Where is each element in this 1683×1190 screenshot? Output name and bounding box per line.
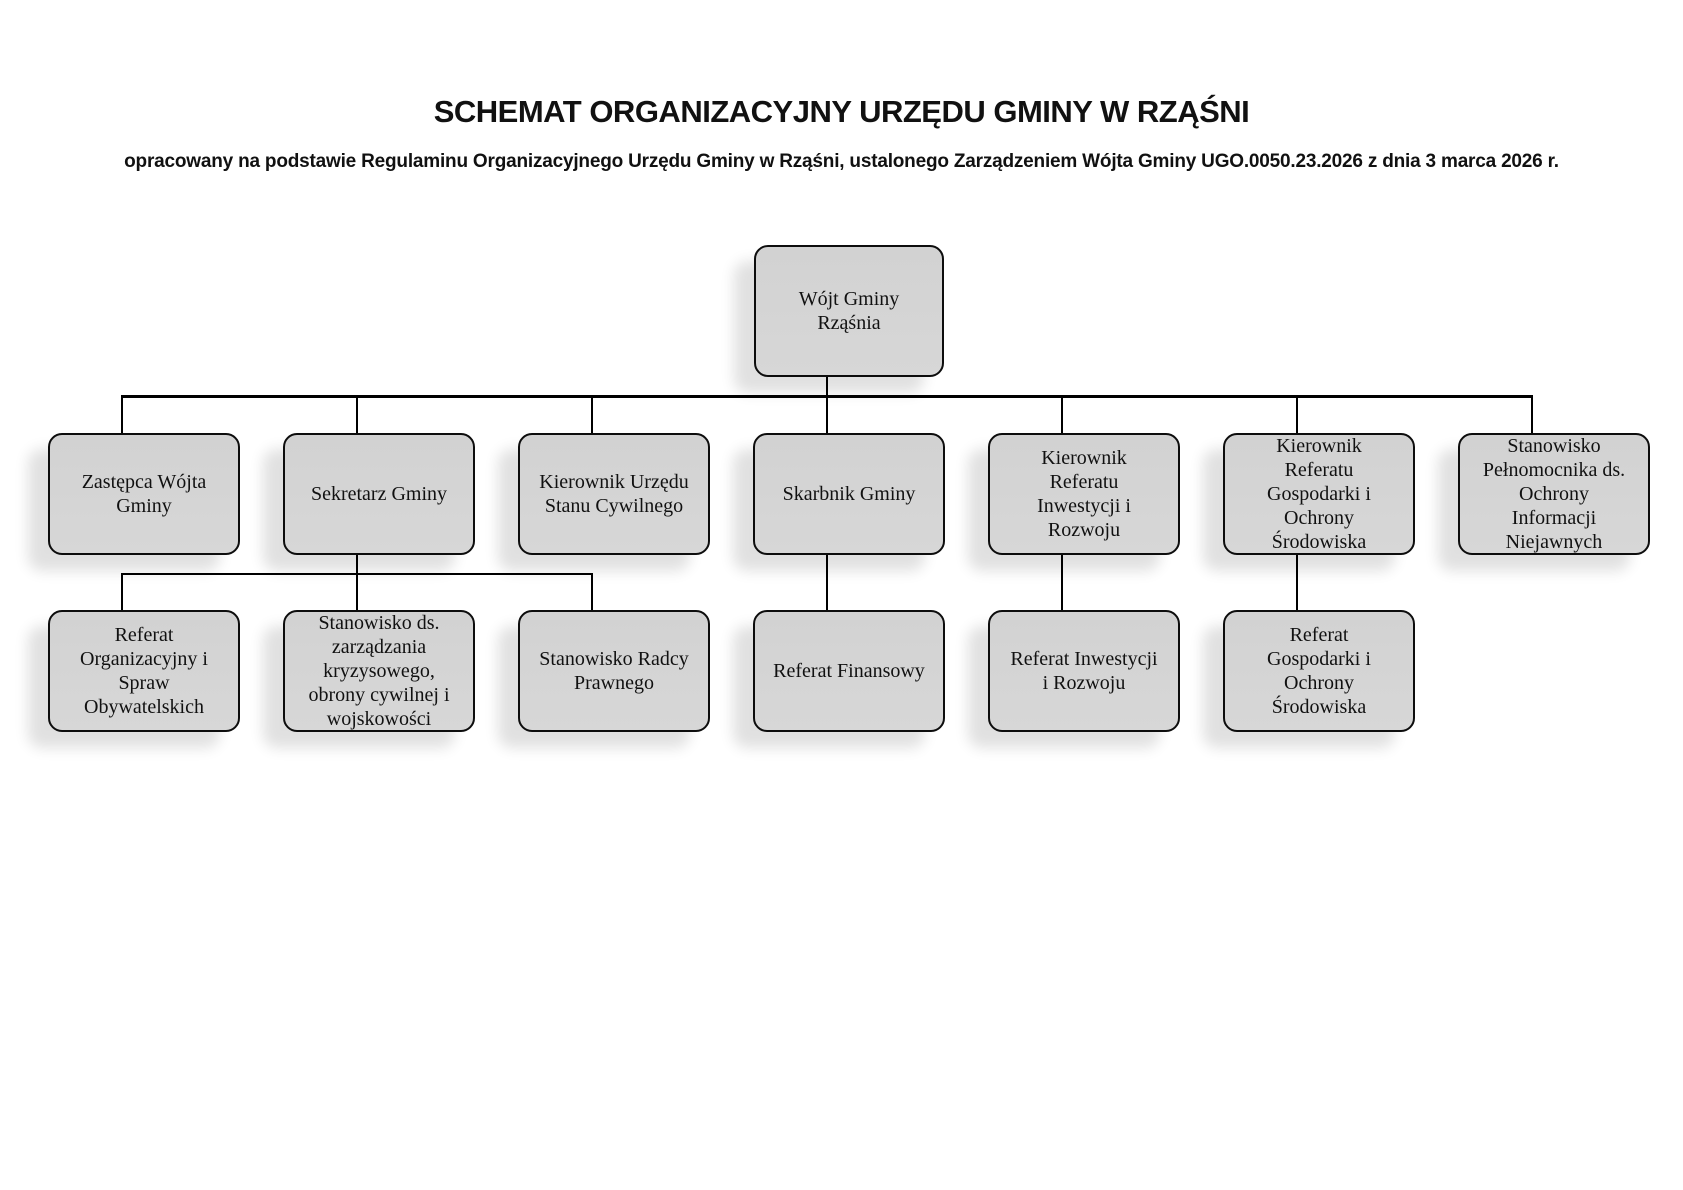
org-node-pelnomocnik-oin: Stanowisko Pełnomocnika ds. Ochrony Info… [1458, 433, 1650, 555]
connector-drop-kierownik-inwestycji [1061, 397, 1063, 433]
connector-root-stem [826, 377, 828, 396]
connector-skarbnik-referat-finansowy [826, 555, 828, 610]
org-node-label: Referat Organizacyjny i Spraw Obywatelsk… [80, 624, 208, 718]
org-node-referat-organizacyjny: Referat Organizacyjny i Spraw Obywatelsk… [48, 610, 240, 732]
org-node-stanowisko-kryzysowe: Stanowisko ds. zarządzania kryzysowego, … [283, 610, 475, 732]
org-node-label: Referat Gospodarki i Ochrony Środowiska [1267, 624, 1371, 718]
org-node-kierownik-ref-inwestycji: Kierownik Referatu Inwestycji i Rozwoju [988, 433, 1180, 555]
connector-drop-radca-prawny [591, 575, 593, 610]
org-node-referat-gospodarki: Referat Gospodarki i Ochrony Środowiska [1223, 610, 1415, 732]
org-node-label: Kierownik Referatu Gospodarki i Ochrony … [1267, 435, 1371, 553]
org-node-label: Kierownik Referatu Inwestycji i Rozwoju [1037, 447, 1131, 541]
connector-drop-pelnomocnik [1531, 397, 1533, 433]
org-node-radca-prawny: Stanowisko Radcy Prawnego [518, 610, 710, 732]
org-node-label: Wójt Gminy Rząśnia [798, 288, 900, 334]
org-node-skarbnik-gminy: Skarbnik Gminy [753, 433, 945, 555]
org-node-label: Skarbnik Gminy [782, 483, 916, 505]
org-node-wojt-gminy: Wójt Gminy Rząśnia [754, 245, 944, 377]
connector-drop-kierownik-usc [591, 397, 593, 433]
org-node-sekretarz-gminy: Sekretarz Gminy [283, 433, 475, 555]
org-node-label: Stanowisko ds. zarządzania kryzysowego, … [308, 612, 450, 730]
connector-drop-stanowisko-kryzysowe [356, 575, 358, 610]
org-node-referat-finansowy: Referat Finansowy [753, 610, 945, 732]
org-node-label: Kierownik Urzędu Stanu Cywilnego [539, 471, 689, 517]
connector-sekretarz-stem [356, 555, 358, 573]
org-node-kierownik-usc: Kierownik Urzędu Stanu Cywilnego [518, 433, 710, 555]
connector-inwestycji-referat [1061, 555, 1063, 610]
org-node-label: Referat Inwestycji i Rozwoju [1010, 648, 1158, 694]
org-node-label: Sekretarz Gminy [310, 483, 448, 505]
org-node-label: Stanowisko Pełnomocnika ds. Ochrony Info… [1482, 435, 1626, 553]
connector-level2-bus [121, 395, 1533, 398]
org-node-kierownik-ref-gospodarki: Kierownik Referatu Gospodarki i Ochrony … [1223, 433, 1415, 555]
page-title: SCHEMAT ORGANIZACYJNY URZĘDU GMINY W RZĄ… [433, 94, 1250, 129]
page-subtitle: opracowany na podstawie Regulaminu Organ… [124, 151, 1559, 172]
connector-drop-skarbnik [826, 397, 828, 433]
connector-drop-sekretarz [356, 397, 358, 433]
connector-drop-referat-organizacyjny [121, 575, 123, 610]
connector-gospodarki-referat [1296, 555, 1298, 610]
org-node-label: Referat Finansowy [773, 660, 925, 682]
connector-drop-kierownik-gospodarki [1296, 397, 1298, 433]
connector-drop-zastepca-wojta [121, 397, 123, 433]
org-node-referat-inwestycji: Referat Inwestycji i Rozwoju [988, 610, 1180, 732]
org-node-label: Zastępca Wójta Gminy [81, 471, 207, 517]
org-node-zastepca-wojta: Zastępca Wójta Gminy [48, 433, 240, 555]
connector-sekretarz-bus [121, 573, 593, 575]
org-node-label: Stanowisko Radcy Prawnego [539, 648, 689, 694]
